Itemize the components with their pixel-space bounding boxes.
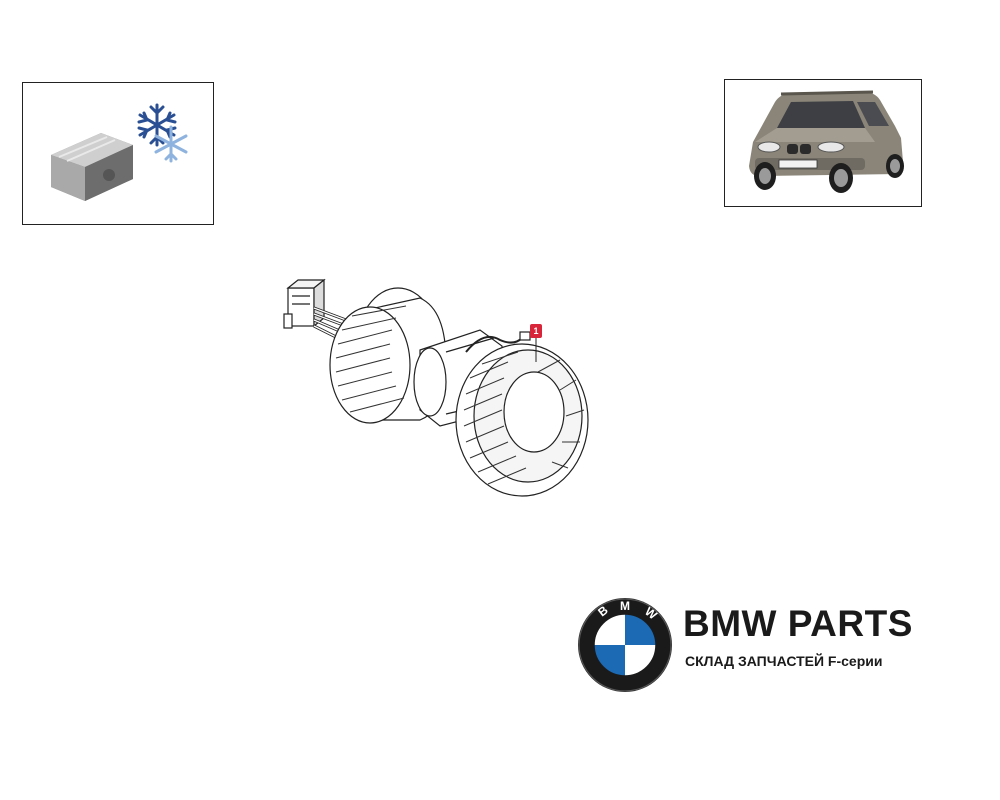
climate-thumbnail-box [22, 82, 214, 225]
part-callout-badge[interactable]: 1 [530, 324, 542, 338]
vehicle-thumbnail-box [724, 79, 922, 207]
bmw-suv-photo-icon [749, 90, 904, 193]
blower-motor-drawing [283, 278, 589, 497]
brand-subtitle: СКЛАД ЗАПЧАСТЕЙ F-серии [685, 653, 883, 669]
blower-motor-diagram: 1 [270, 270, 610, 510]
logo-letter-m: M [620, 599, 630, 613]
ac-module-snowflake-icon [51, 103, 188, 201]
brand-block: B M W BMW PARTS СКЛАД ЗАПЧАСТЕЙ F-серии [575, 595, 945, 695]
bmw-roundel-logo-icon: B M W [578, 598, 672, 692]
brand-title: BMW PARTS [683, 603, 913, 644]
